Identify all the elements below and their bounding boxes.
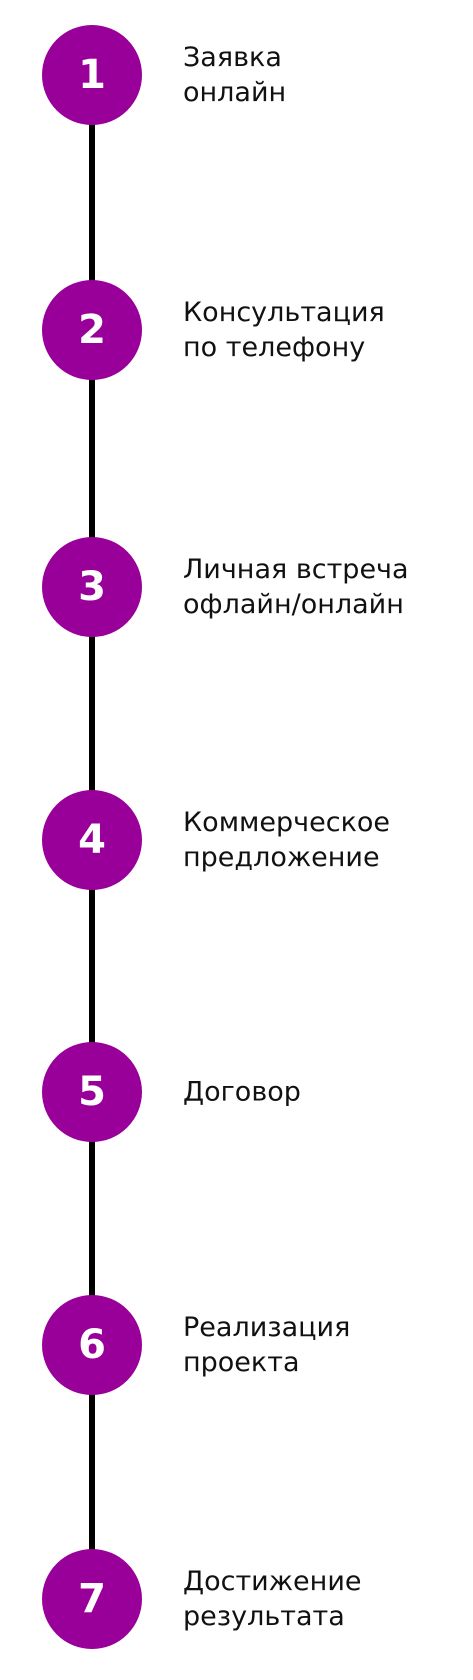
step-label-line-1: Договор xyxy=(183,1076,301,1108)
step-3: 3 Личная встреча офлайн/онлайн xyxy=(0,537,473,637)
step-number-badge: 6 xyxy=(42,1295,142,1395)
step-6: 6 Реализация проекта xyxy=(0,1295,473,1395)
step-label: Личная встреча офлайн/онлайн xyxy=(183,552,463,622)
step-label-line-2: предложение xyxy=(183,842,380,873)
step-label-line-2: результата xyxy=(183,1601,345,1632)
step-label-line-1: Достижение xyxy=(183,1566,362,1597)
step-label: Реализация проекта xyxy=(183,1310,463,1380)
step-label-line-2: онлайн xyxy=(183,77,287,108)
step-label-line-1: Заявка xyxy=(183,42,282,73)
step-label: Достижение результата xyxy=(183,1564,463,1634)
step-label-line-1: Реализация xyxy=(183,1312,351,1343)
step-number-badge: 4 xyxy=(42,790,142,890)
step-number-badge: 7 xyxy=(42,1549,142,1649)
step-label-line-1: Консультация xyxy=(183,297,385,328)
step-label-line-1: Коммерческое xyxy=(183,807,391,838)
step-number-badge: 5 xyxy=(42,1042,142,1142)
step-1: 1 Заявка онлайн xyxy=(0,25,473,125)
step-label-line-2: проекта xyxy=(183,1347,300,1378)
step-7: 7 Достижение результата xyxy=(0,1549,473,1649)
step-number-badge: 1 xyxy=(42,25,142,125)
step-number-badge: 2 xyxy=(42,280,142,380)
step-2: 2 Консультация по телефону xyxy=(0,280,473,380)
step-4: 4 Коммерческое предложение xyxy=(0,790,473,890)
step-label: Консультация по телефону xyxy=(183,295,463,365)
step-label-line-1: Личная встреча xyxy=(183,554,409,585)
step-label-line-2: по телефону xyxy=(183,332,366,363)
step-label: Коммерческое предложение xyxy=(183,805,463,875)
step-label: Договор xyxy=(183,1075,463,1110)
step-number-badge: 3 xyxy=(42,537,142,637)
step-label: Заявка онлайн xyxy=(183,40,463,110)
step-5: 5 Договор xyxy=(0,1042,473,1142)
step-label-line-2: офлайн/онлайн xyxy=(183,589,404,620)
